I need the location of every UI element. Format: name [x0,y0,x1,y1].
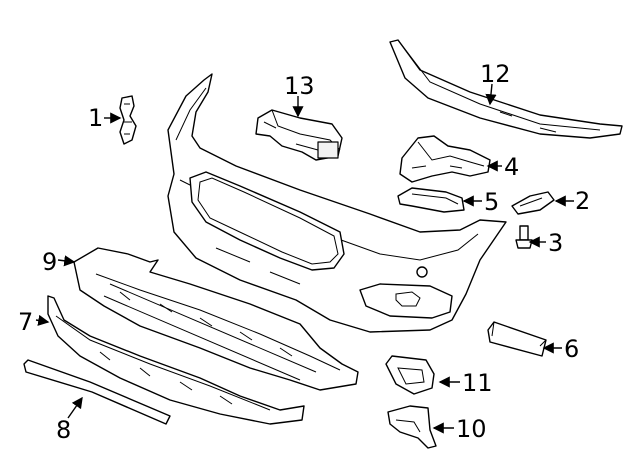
callout-8: 8 [56,416,71,444]
callout-11: 11 [462,369,493,397]
part-12-upper-reinforcement [389,39,623,139]
leader-8 [67,396,83,419]
part-10-bracket [387,405,437,449]
part-2-clip [511,191,555,215]
callout-13: 13 [284,72,315,100]
callout-2: 2 [575,187,590,215]
part-11-fog-bracket [385,355,435,395]
part-4-bracket [399,135,491,183]
callout-1: 1 [88,104,103,132]
callout-4: 4 [504,153,519,181]
part-5-bracket [397,187,465,213]
part-9-lower-shield [73,247,359,391]
part-6-trim-block [487,321,547,357]
leader-7 [35,314,50,326]
leader-lines [35,83,574,434]
part-7-lower-bracket [47,295,305,425]
callout-5: 5 [484,188,499,216]
callout-9: 9 [42,248,57,276]
part-8-strip [23,359,171,425]
leader-9 [57,255,76,267]
callout-10: 10 [456,415,487,443]
callout-3: 3 [548,229,563,257]
callout-12: 12 [480,60,511,88]
part-13-bracket [255,109,343,161]
leader-12 [485,83,497,106]
callout-7: 7 [18,308,33,336]
callout-6: 6 [564,335,579,363]
part-3-screw [515,225,533,249]
callout-labels: 1 2 3 4 5 6 7 8 9 10 11 12 13 [18,60,590,444]
part-1-side-clip [119,95,137,145]
bumper-cover [167,73,507,333]
